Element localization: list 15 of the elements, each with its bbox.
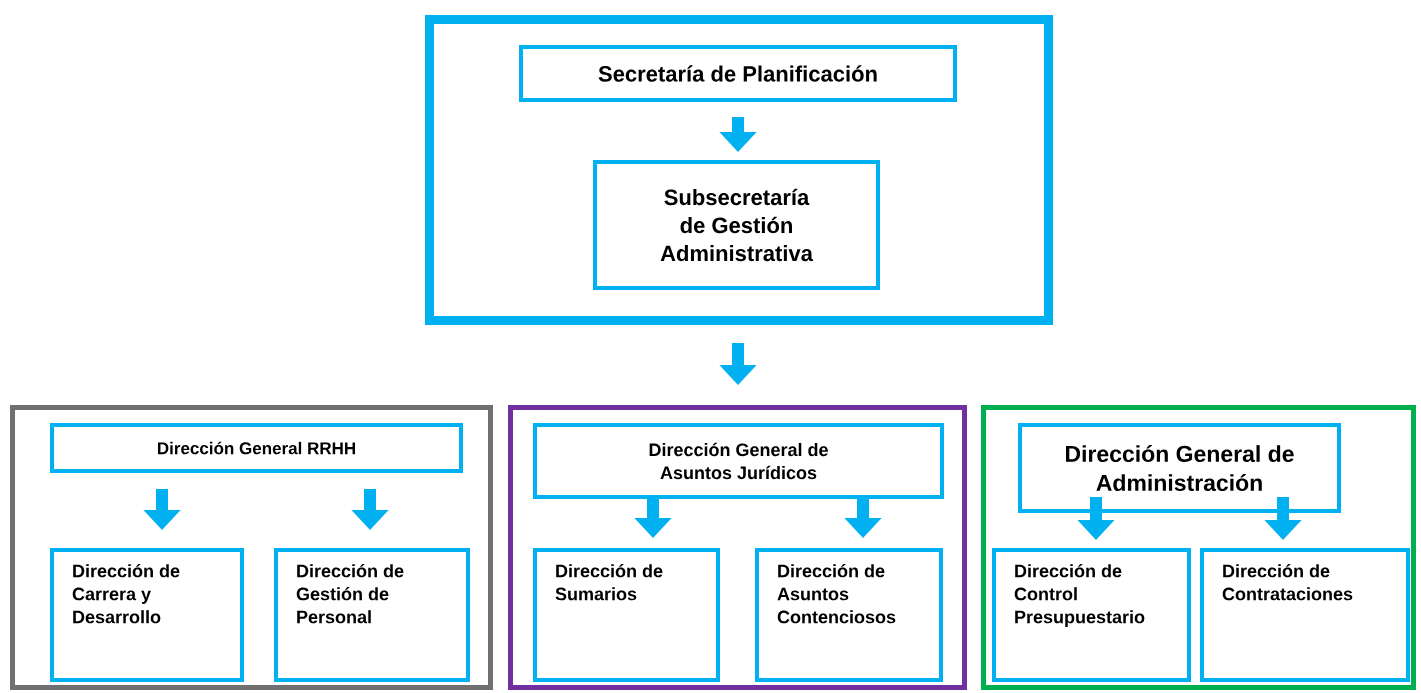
group-frame: [981, 405, 1416, 690]
department-box: Dirección General de Administración: [1018, 423, 1341, 513]
department-box: Dirección de Sumarios: [533, 548, 720, 682]
department-box: Dirección de Carrera y Desarrollo: [50, 548, 244, 682]
department-box: Secretaría de Planificación: [519, 45, 957, 102]
department-box: Dirección de Contrataciones: [1200, 548, 1410, 682]
department-box: Dirección General de Asuntos Jurídicos: [533, 423, 944, 499]
department-box: Dirección General RRHH: [50, 423, 463, 473]
department-box: Dirección de Gestión de Personal: [274, 548, 470, 682]
department-box: Dirección de Control Presupuestario: [992, 548, 1191, 682]
department-box: Subsecretaría de Gestión Administrativa: [593, 160, 880, 290]
group-frame: [425, 15, 1053, 325]
group-frame: [508, 405, 967, 690]
department-box: Dirección de Asuntos Contenciosos: [755, 548, 943, 682]
group-frame: [10, 405, 493, 690]
